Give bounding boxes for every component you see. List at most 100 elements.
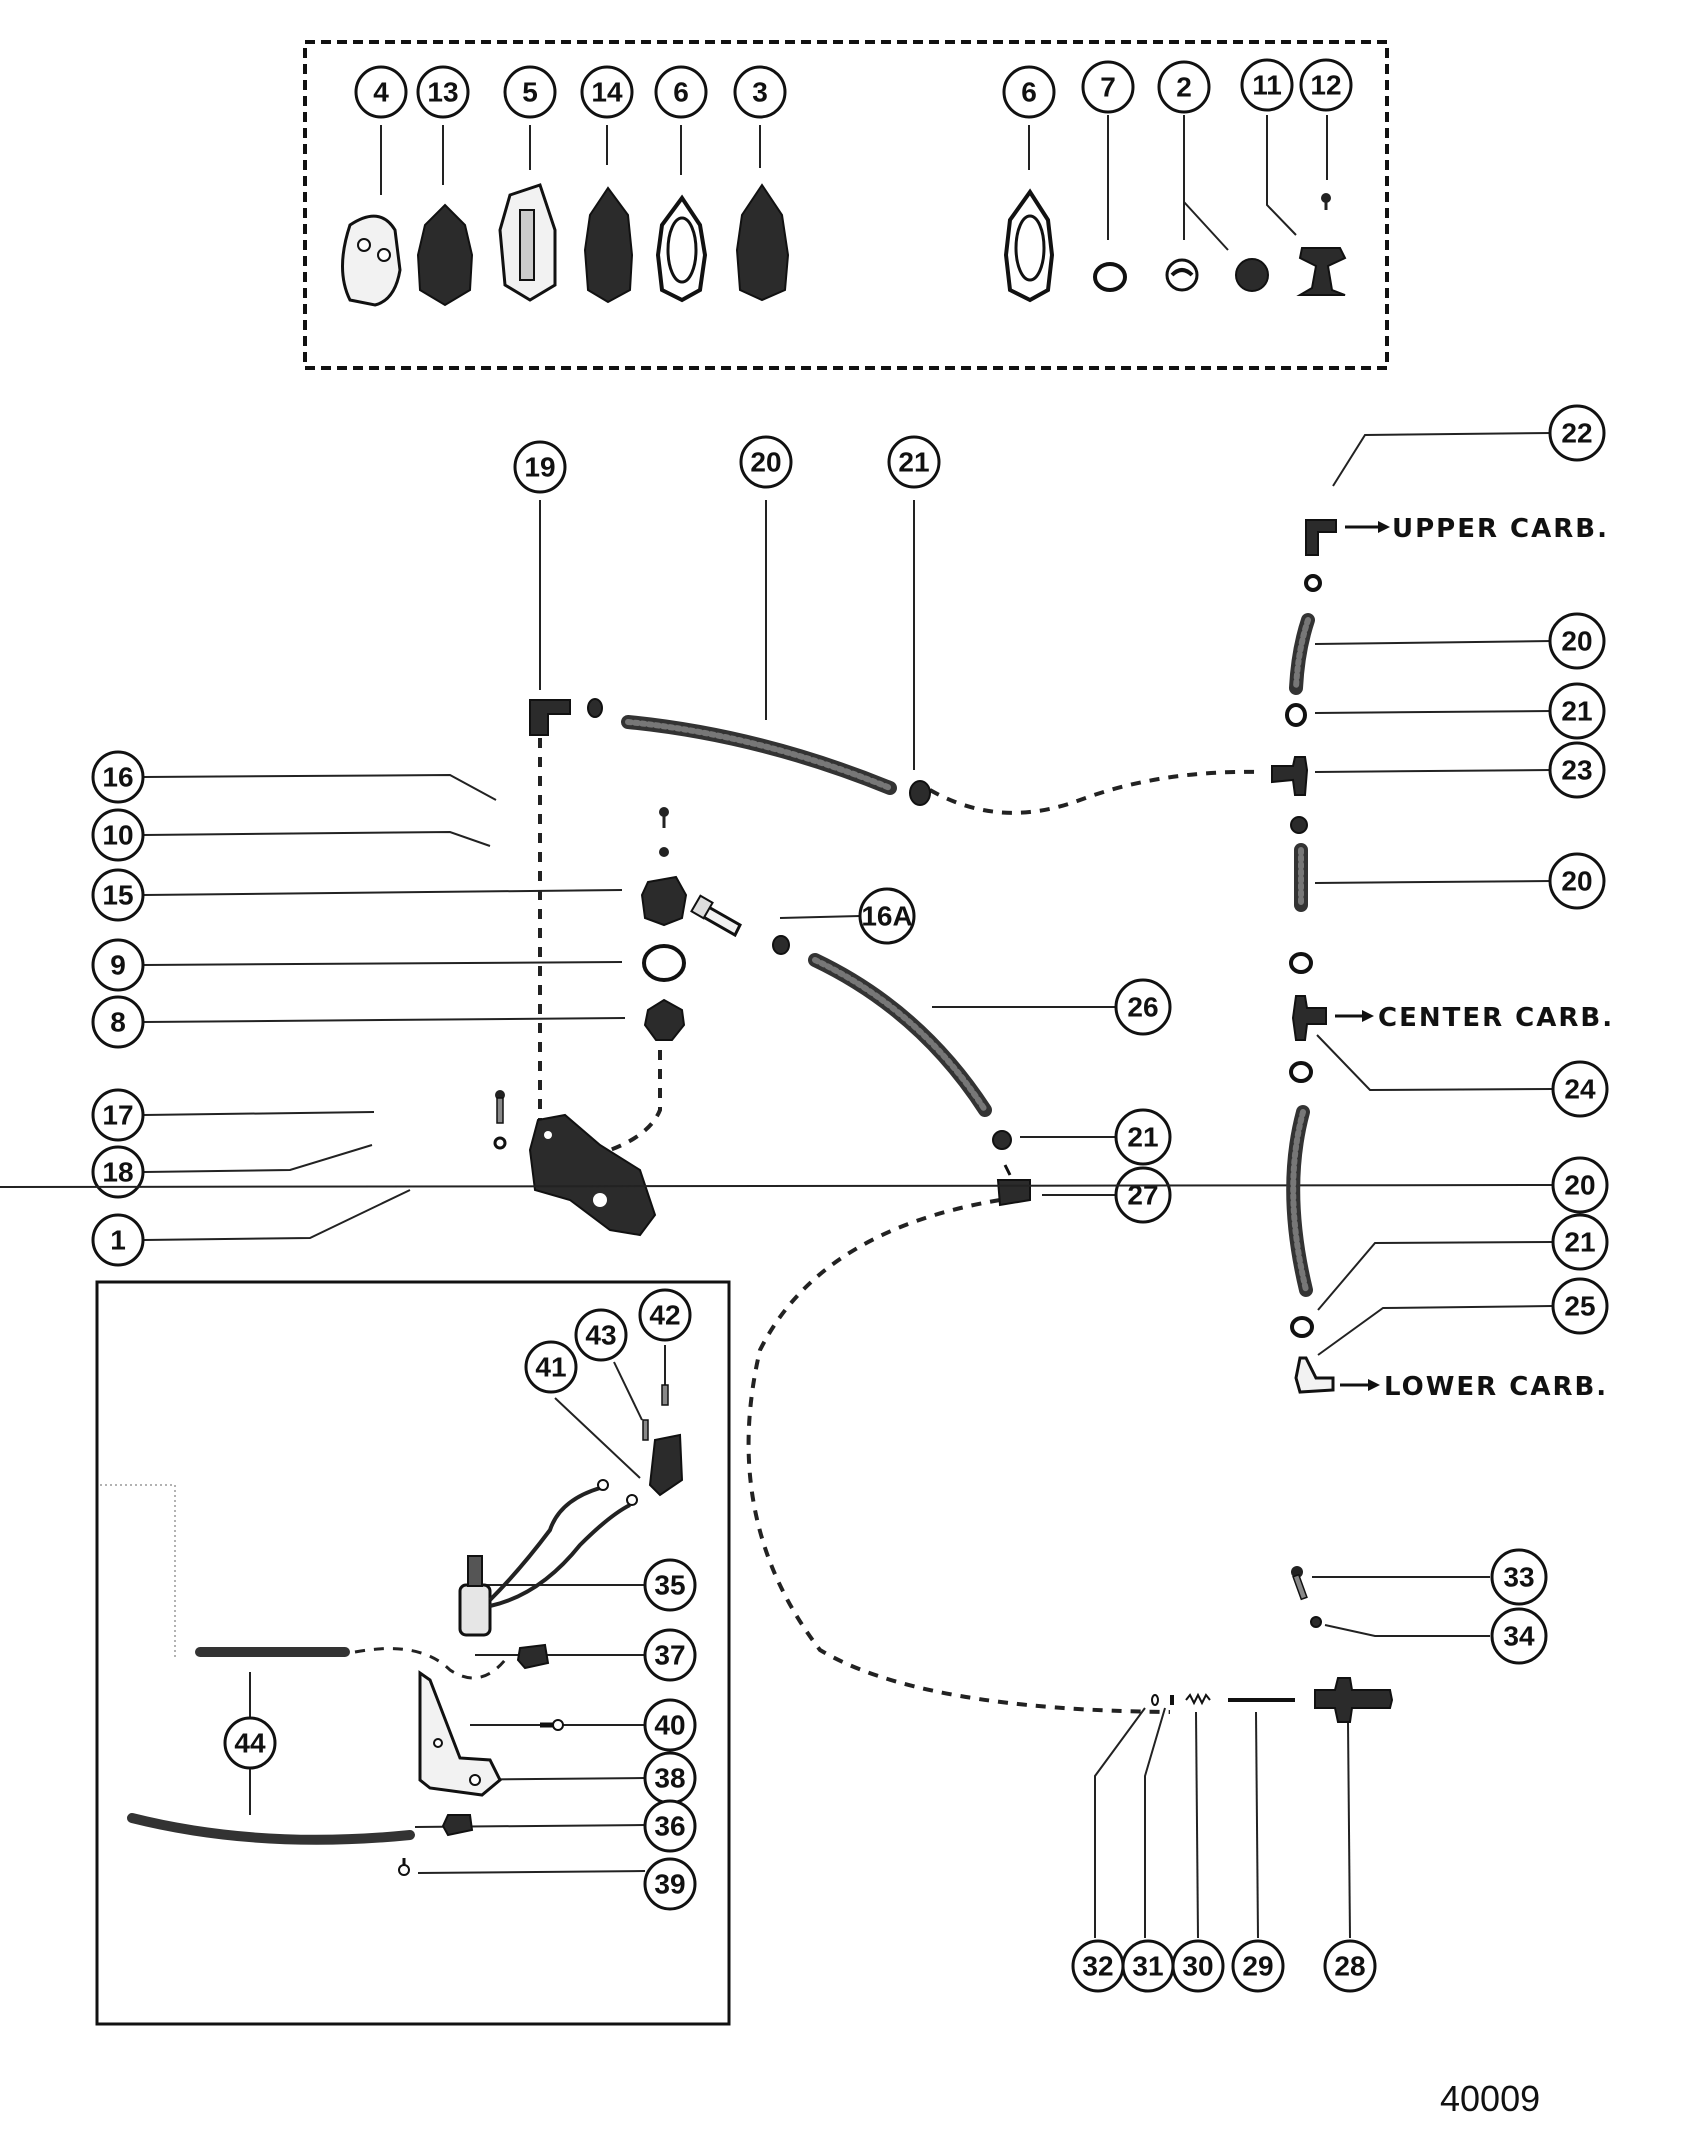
leader-31 (1144, 1707, 1166, 1938)
leader-16a (779, 915, 861, 919)
leader-20-r2 (1314, 880, 1553, 884)
part-38-mounting-bracket (418, 1670, 502, 1797)
callout-30: 30 (1171, 1939, 1225, 1993)
callout-29: 29 (1231, 1939, 1285, 1993)
arrow-icon (1362, 1010, 1374, 1022)
callout-20-r1: 20 (1548, 612, 1606, 670)
leader-24 (1316, 1034, 1553, 1092)
kit-callout-7: 7 (1081, 60, 1135, 114)
leader-30 (1195, 1711, 1199, 1939)
kit-part-2-check-valves (1165, 115, 1269, 292)
svg-text:32: 32 (1082, 1951, 1113, 1982)
part-21-clamp-center-upper (1289, 952, 1313, 974)
callout-24: 24 (1551, 1060, 1609, 1118)
callout-34: 34 (1490, 1607, 1548, 1665)
callout-44: 44 (223, 1716, 277, 1770)
callout-21-mid: 21 (1114, 1108, 1172, 1166)
svg-text:1: 1 (110, 1225, 126, 1256)
callout-37: 37 (643, 1628, 697, 1682)
part-21-clamp-mid (992, 1130, 1012, 1150)
callout-42: 42 (638, 1288, 692, 1342)
figure-number: 40009 (1440, 2078, 1541, 2119)
leader-18 (143, 1144, 373, 1173)
kit-callout-11: 11 (1240, 58, 1294, 112)
kit-part-5-pump-body (498, 125, 557, 302)
svg-text:16: 16 (102, 762, 133, 793)
callout-21-r2: 21 (1551, 1213, 1609, 1271)
callout-28: 28 (1323, 1939, 1377, 1993)
leader-43 (613, 1361, 643, 1421)
leader-41 (554, 1397, 641, 1479)
kit-callout-3: 3 (733, 65, 787, 119)
leader-20-r3 (0, 1184, 1553, 1188)
callout-32: 32 (1071, 1939, 1125, 1993)
svg-text:21: 21 (1127, 1122, 1158, 1153)
svg-text:34: 34 (1503, 1621, 1535, 1652)
svg-text:31: 31 (1132, 1951, 1163, 1982)
part-31-washer (1170, 1695, 1174, 1705)
part-1-fuel-pump-body (528, 1113, 657, 1237)
callout-9: 9 (91, 938, 145, 992)
part-42-screw (661, 1384, 669, 1406)
svg-text:6: 6 (673, 77, 689, 108)
leader-29 (1255, 1711, 1259, 1939)
part-28-inlet-fitting (1314, 1677, 1394, 1723)
part-9-o-ring (642, 944, 686, 982)
part-22-elbow-upper-carb (1305, 519, 1390, 556)
kit-callout-6b: 6 (1002, 65, 1056, 119)
kit-part-6-gasket-left (655, 125, 708, 303)
leader-28 (1347, 1721, 1351, 1939)
svg-text:3: 3 (752, 77, 768, 108)
callout-22: 22 (1548, 404, 1606, 462)
callout-39: 39 (643, 1857, 697, 1911)
leader-10 (143, 830, 491, 847)
svg-text:26: 26 (1127, 992, 1158, 1023)
leader-39 (417, 1870, 646, 1874)
svg-text:30: 30 (1182, 1951, 1213, 1982)
kit-callout-13: 13 (416, 65, 470, 119)
callout-16a: 16A (858, 887, 916, 945)
part-24-tee-center-carb (1291, 995, 1374, 1041)
svg-text:6: 6 (1021, 77, 1037, 108)
part-21-clamp-r2 (1290, 1316, 1314, 1338)
callout-38: 38 (643, 1751, 697, 1805)
svg-text:33: 33 (1503, 1562, 1534, 1593)
svg-text:20: 20 (1561, 626, 1592, 657)
svg-text:42: 42 (649, 1300, 680, 1331)
svg-text:10: 10 (102, 820, 133, 851)
svg-text:7: 7 (1100, 72, 1116, 103)
leader-22 (1332, 432, 1553, 487)
leader-8 (143, 1017, 626, 1023)
kit-part-3-diaphragm (735, 125, 790, 302)
part-44-hose-lower (127, 1813, 415, 1845)
svg-text:41: 41 (535, 1352, 566, 1383)
callout-20-top: 20 (739, 435, 793, 489)
part-33-screw (1291, 1566, 1308, 1601)
flow-line-inset (354, 1647, 507, 1680)
svg-text:38: 38 (654, 1763, 685, 1794)
leader-21-r1 (1314, 710, 1553, 714)
lower-carb-label: LOWER CARB. (1384, 1372, 1608, 1402)
svg-text:13: 13 (427, 77, 458, 108)
leader-34 (1324, 1624, 1490, 1637)
part-16a-fitting (690, 894, 790, 955)
callout-26: 26 (1114, 978, 1172, 1036)
svg-text:35: 35 (654, 1570, 685, 1601)
svg-text:2: 2 (1176, 72, 1192, 103)
part-23-tee-fitting (1271, 756, 1309, 796)
callout-33: 33 (1490, 1548, 1548, 1606)
inset-partial-frame (100, 1484, 176, 1660)
callout-40: 40 (643, 1698, 697, 1752)
part-40-screw (540, 1719, 564, 1731)
svg-text:21: 21 (1564, 1227, 1595, 1258)
callout-18: 18 (91, 1145, 145, 1199)
kit-part-6-gasket-right (1003, 125, 1055, 303)
svg-text:20: 20 (1564, 1170, 1595, 1201)
part-17-screw (495, 1090, 505, 1124)
part-18-washer (493, 1136, 507, 1150)
leader-15 (143, 889, 623, 896)
svg-text:21: 21 (1561, 696, 1592, 727)
svg-text:12: 12 (1310, 70, 1341, 101)
leader-25 (1317, 1305, 1553, 1356)
svg-text:20: 20 (1561, 866, 1592, 897)
